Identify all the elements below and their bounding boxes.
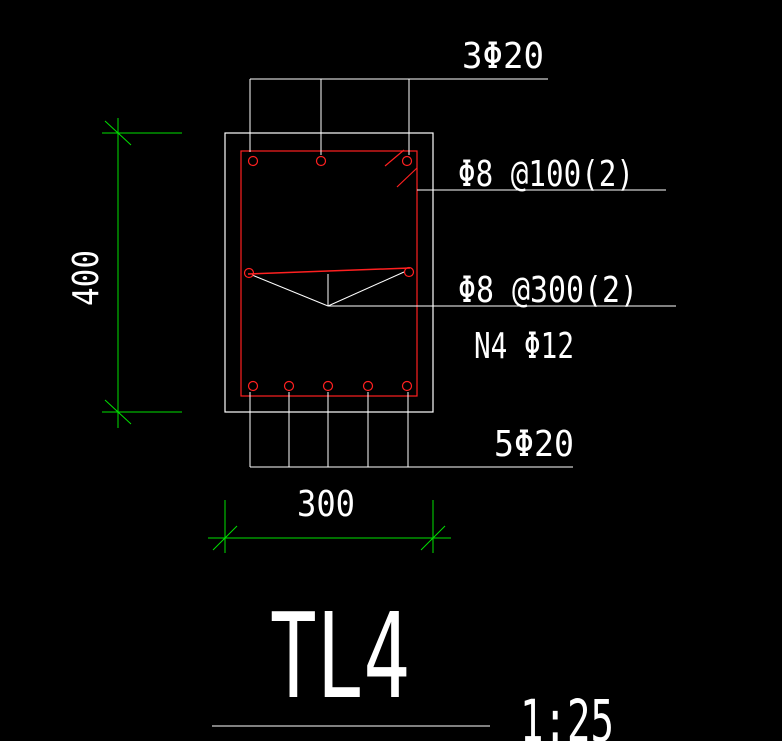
- label-width: 300: [297, 484, 355, 525]
- rebar-bot-5: [401, 380, 413, 392]
- rebar-bot-1: [247, 380, 259, 392]
- drawing-scale: 1:25: [520, 687, 614, 741]
- rebar-bot-3: [322, 380, 334, 392]
- rebar-side-left: [243, 267, 255, 279]
- label-stirrup-tie: Φ8 @300(2): [458, 270, 638, 311]
- rebar-top-3: [401, 155, 413, 167]
- label-stirrup-main: Φ8 @100(2): [458, 154, 634, 195]
- rebar-top-1: [247, 155, 259, 167]
- label-side-bars: N4 Φ12: [474, 326, 574, 367]
- top-bars-leader: [249, 78, 548, 155]
- stirrup: [240, 149, 418, 397]
- top-bars: [247, 155, 413, 167]
- rebar-side-right: [403, 266, 415, 278]
- concrete-outline: [224, 132, 434, 413]
- label-bottom-bars: 5Φ20: [494, 424, 574, 465]
- rebar-bot-4: [362, 380, 374, 392]
- label-top-bars: 3Φ20: [462, 36, 544, 77]
- rebar-bot-2: [283, 380, 295, 392]
- bottom-bars: [247, 380, 413, 392]
- width-dimension: [208, 500, 451, 553]
- height-dimension: [102, 118, 182, 428]
- side-bars: [243, 266, 415, 279]
- bottom-bars-leader: [249, 392, 573, 468]
- tie-bar: [247, 267, 411, 275]
- tie-leader: [251, 271, 676, 307]
- rebar-top-2: [315, 155, 327, 167]
- label-height: 400: [66, 250, 107, 306]
- drawing-title: TL4: [270, 587, 410, 725]
